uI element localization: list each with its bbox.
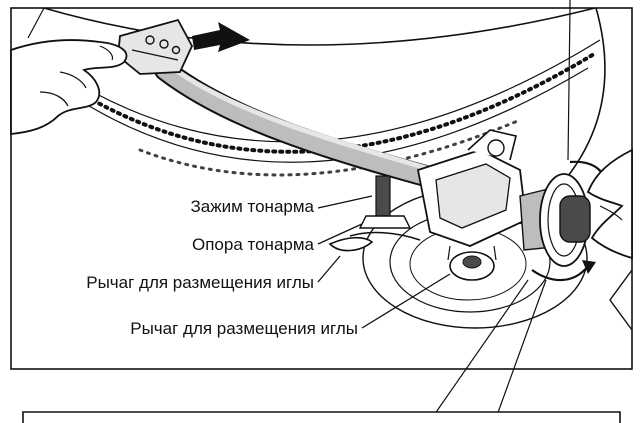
pivot-housing	[416, 129, 527, 281]
label-tonearm-clamp: Зажим тонарма	[191, 197, 315, 216]
detail-panel	[22, 411, 621, 423]
direction-arrow-icon	[192, 22, 250, 52]
diagram-frame	[10, 7, 633, 370]
reference-line	[567, 0, 571, 161]
tonearm-clamp-assembly	[328, 175, 421, 252]
counterweight	[519, 160, 612, 282]
callout-labels: Зажим тонарма Опора тонарма Рычаг для ра…	[86, 197, 358, 338]
tonearm	[154, 59, 451, 191]
callout-leaders	[317, 195, 451, 329]
label-tonearm-rest: Опора тонарма	[192, 235, 315, 254]
label-cue-lever-1: Рычаг для размещения иглы	[86, 273, 314, 292]
zoom-lines	[431, 279, 547, 419]
right-hand	[586, 148, 633, 331]
left-hand	[10, 39, 128, 135]
label-cue-lever-2: Рычаг для размещения иглы	[130, 319, 358, 338]
